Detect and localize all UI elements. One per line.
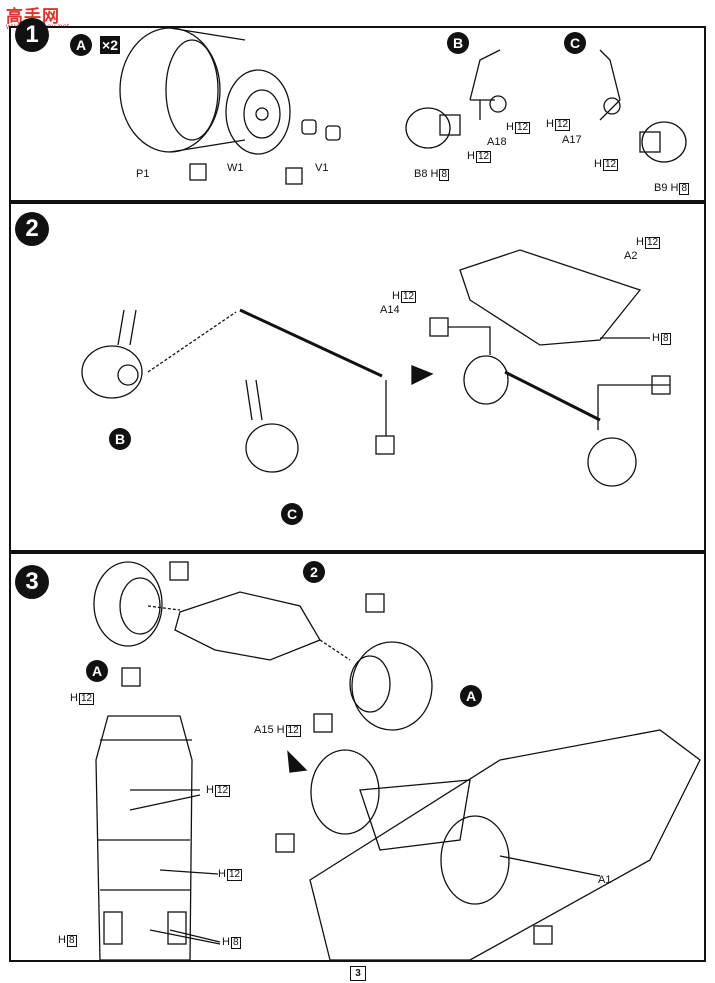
step-3-number: 3	[15, 565, 49, 599]
h-box-number: 8	[66, 935, 77, 947]
sub-assembly-a-marker-right: A	[460, 685, 482, 707]
label-a14: A14	[380, 304, 400, 316]
sub-assembly-a-marker-left: A	[86, 660, 108, 682]
step-2-number: 2	[15, 212, 49, 246]
chassis-top-view	[95, 715, 193, 961]
label-a17: A17	[562, 134, 582, 146]
suspension-assembly-shape	[174, 591, 321, 661]
arrow-icon	[287, 750, 308, 773]
label-a18: A18	[487, 136, 507, 148]
cement-icon	[365, 593, 385, 613]
sub-assembly-b-marker: B	[447, 32, 469, 54]
sub-assembly-c-marker: C	[281, 503, 303, 525]
h-letter: H	[58, 934, 66, 946]
chassis-full-view	[309, 729, 701, 961]
cement-icon	[169, 561, 189, 581]
h-letter: H	[636, 236, 644, 248]
arrow-icon	[411, 365, 434, 386]
h-letter: H	[594, 158, 602, 170]
multiplier-badge: ×2	[100, 36, 120, 54]
hub-b-shape	[81, 345, 143, 399]
h-box-number: 12	[602, 159, 619, 171]
wheel-w1-shape	[225, 69, 291, 155]
h-letter: H	[546, 118, 554, 130]
part-b8: B8	[414, 168, 428, 180]
sub-assembly-a-marker: A	[70, 34, 92, 56]
label-w1: W1	[227, 162, 244, 174]
h-box-number: 8	[230, 937, 241, 949]
step-1-panel	[9, 26, 706, 202]
cap-v1-shape	[301, 119, 317, 135]
h-box-number: 12	[285, 725, 301, 737]
drive-shaft-a14	[239, 308, 383, 378]
h-box-number: 12	[78, 693, 95, 705]
h-letter: H	[430, 168, 439, 180]
label-v1: V1	[315, 162, 329, 174]
h-letter: H	[467, 150, 475, 162]
hub-b-shape	[405, 107, 451, 149]
cement-icon	[533, 925, 553, 945]
sub-assembly-2-marker: 2	[303, 561, 325, 583]
h-box-number: 8	[679, 183, 690, 195]
h-box-number: 12	[514, 122, 531, 134]
h-letter: H	[218, 868, 226, 880]
cement-icon	[275, 833, 295, 853]
h-box-number: 12	[554, 119, 571, 131]
h-letter: H	[70, 692, 78, 704]
h-box-number: 12	[400, 291, 417, 303]
h-box-number: 12	[644, 237, 661, 249]
sub-assembly-b-marker: B	[109, 428, 131, 450]
label-a1: A1	[598, 874, 612, 886]
wheel-shape	[93, 561, 163, 647]
wheel-shape	[351, 641, 433, 731]
hub-c-shape	[641, 121, 687, 163]
part-a15: A15	[254, 724, 274, 736]
h-letter: H	[222, 936, 230, 948]
h-box-number: 8	[660, 333, 671, 345]
h-letter: H	[392, 290, 400, 302]
cement-icon	[189, 163, 207, 181]
sub-assembly-c-marker: C	[564, 32, 586, 54]
part-b9: B9	[654, 182, 668, 194]
step-1-number: 1	[15, 18, 49, 52]
h-box-number: 12	[214, 785, 231, 797]
label-p1: P1	[136, 168, 150, 180]
h-box-number: 12	[226, 869, 243, 881]
step-2-panel	[9, 202, 706, 552]
hub-c-shape	[245, 423, 299, 473]
h-box-number: 12	[475, 151, 492, 163]
cement-icon	[375, 435, 395, 455]
h-letter: H	[652, 332, 660, 344]
cement-icon	[285, 167, 303, 185]
h-letter: H	[206, 784, 214, 796]
h-letter: H	[670, 182, 679, 194]
h-letter: H	[506, 121, 514, 133]
cement-icon	[313, 713, 333, 733]
cement-icon	[121, 667, 141, 687]
page-number: 3	[350, 966, 366, 981]
h-letter: H	[276, 724, 285, 736]
h-box-number: 8	[439, 169, 450, 181]
suspension-a2-shape	[459, 249, 642, 346]
label-a2: A2	[624, 250, 638, 262]
